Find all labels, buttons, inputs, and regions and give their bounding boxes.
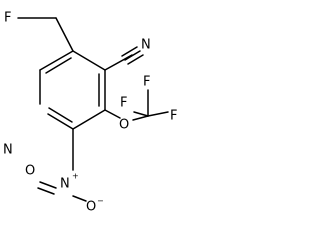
bond-ring-ch2 xyxy=(55,17,74,52)
bond-nitrile-1 xyxy=(124,50,141,61)
bond-ring-c1-n xyxy=(47,113,74,130)
fluoromethyl-f-label: F xyxy=(4,11,11,26)
bond-ring-double-c1-n xyxy=(48,107,73,123)
ring-n-label: N xyxy=(3,143,13,158)
cf3-f-top-label: F xyxy=(143,75,150,90)
bond-ring-c5-c4 xyxy=(39,50,74,71)
bond-ring-double-c5-c6 xyxy=(45,57,72,74)
nitro-n-label: N xyxy=(60,177,70,192)
nitro-o-single-label: O xyxy=(86,200,96,215)
nitro-o-charge: − xyxy=(97,197,104,206)
bond-nitro-o-single xyxy=(72,195,87,202)
bond-ring-c4-c3 xyxy=(72,50,106,71)
bond-o-cf3 xyxy=(132,115,149,121)
bond-cf3-f-left xyxy=(133,111,149,117)
bond-nitro-o-double-2 xyxy=(37,187,55,195)
bond-nitro-o-double-1 xyxy=(39,181,57,189)
cf3-f-left-label: F xyxy=(120,96,127,111)
bond-cf3-f-right xyxy=(147,111,169,117)
bond-nitrile-3 xyxy=(121,46,138,57)
nitrile-n-label: N xyxy=(141,38,151,53)
bond-ring-c2-c1 xyxy=(72,109,106,130)
nitro-o-double-label: O xyxy=(25,164,35,179)
bond-ring-o xyxy=(104,109,121,119)
bond-nitrile-2 xyxy=(127,54,144,65)
molecule-structure: F N N O F F F N + O O − xyxy=(3,11,177,215)
cf3-f-right-label: F xyxy=(170,109,177,124)
nitro-n-charge: + xyxy=(72,172,79,181)
bond-ring-cn xyxy=(104,54,133,71)
ether-o-label: O xyxy=(119,118,129,133)
